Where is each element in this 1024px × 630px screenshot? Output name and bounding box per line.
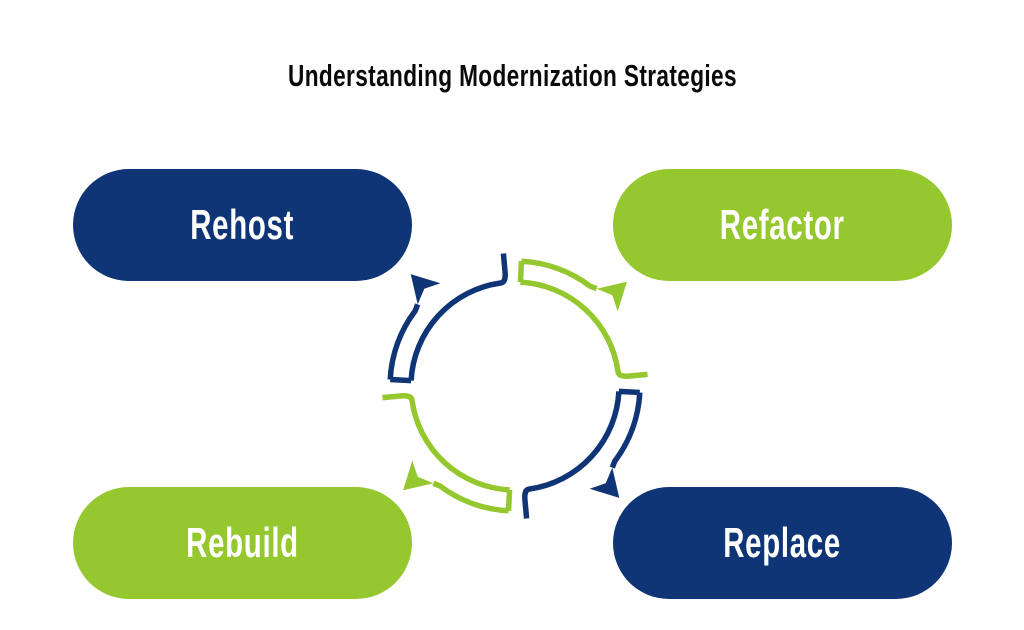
pill-replace: Replace xyxy=(613,487,952,599)
cycle-arrow-to-refactor xyxy=(517,258,648,379)
cycle-arrow-to-rebuild xyxy=(382,393,513,514)
cycle-arrowhead-to-replace xyxy=(589,467,620,498)
cycle-arrow-to-rehost xyxy=(387,253,508,384)
page-title: Understanding Modernization Strategies xyxy=(0,58,1024,94)
pill-refactor-label: Refactor xyxy=(720,201,845,248)
cycle-arrowhead-to-rehost xyxy=(410,274,441,305)
pill-refactor: Refactor xyxy=(613,169,952,281)
cycle-arrowhead-to-refactor xyxy=(596,281,627,312)
cycle-arrowhead-to-rebuild xyxy=(403,460,434,491)
pill-rebuild-label: Rebuild xyxy=(186,519,299,566)
pill-rebuild: Rebuild xyxy=(73,487,412,599)
page-title-text: Understanding Modernization Strategies xyxy=(287,58,737,93)
pill-rehost: Rehost xyxy=(73,169,412,281)
pill-replace-label: Replace xyxy=(723,519,842,566)
cycle-arrow-to-replace xyxy=(522,388,643,519)
pill-rehost-label: Rehost xyxy=(190,201,295,248)
